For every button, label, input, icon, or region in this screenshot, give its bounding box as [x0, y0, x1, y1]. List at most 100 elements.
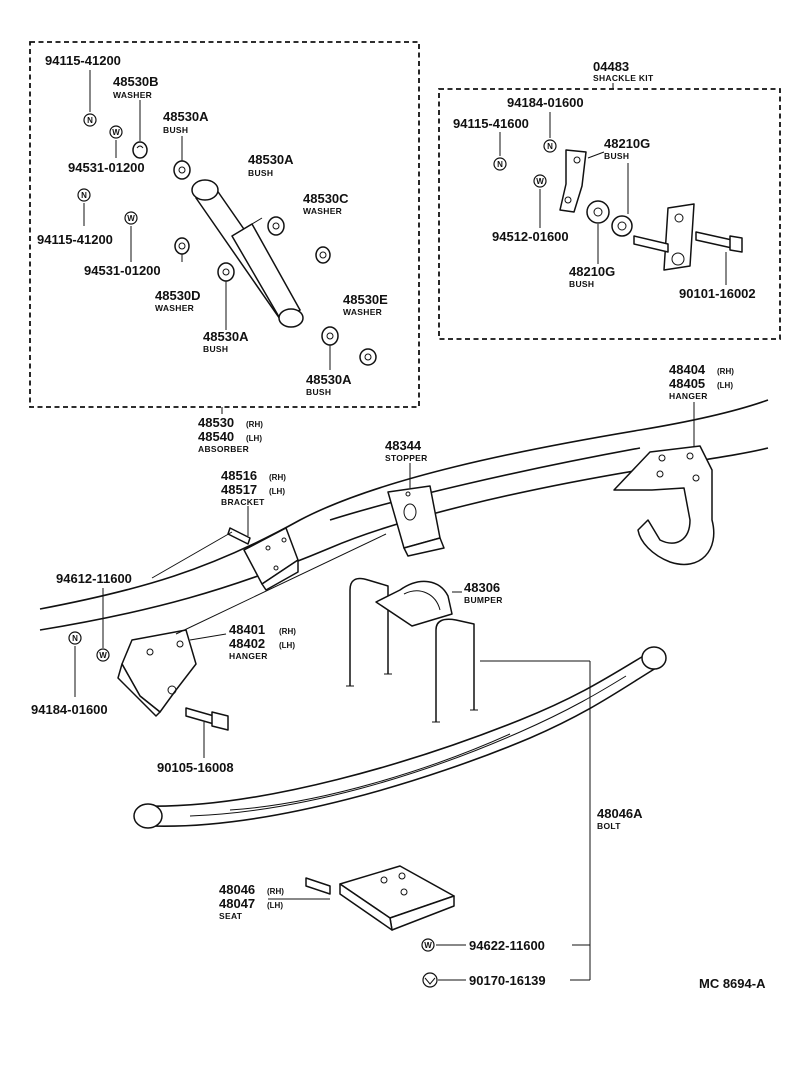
- desc-shackle-kit: SHACKLE KIT: [593, 73, 654, 83]
- shock-absorber: [191, 179, 304, 328]
- svg-text:W: W: [99, 651, 107, 660]
- svg-text:N: N: [87, 116, 93, 125]
- callout-48530a-2: 48530A: [248, 152, 294, 167]
- callout-48517: 48517: [221, 482, 257, 497]
- svg-text:W: W: [127, 214, 135, 223]
- suffix-lh-5: (LH): [267, 901, 283, 910]
- desc-bush-6: BUSH: [569, 279, 594, 289]
- desc-stopper: STOPPER: [385, 453, 428, 463]
- bolt-90105-16008: [185, 707, 229, 731]
- callout-94184-01600-b: 94184-01600: [31, 702, 108, 717]
- callout-48344: 48344: [385, 438, 422, 453]
- bolt-90101-16002: [695, 231, 743, 253]
- callout-94612-11600: 94612-11600: [56, 571, 132, 586]
- leaf-spring: [133, 646, 667, 829]
- svg-text:N: N: [81, 191, 87, 200]
- washer-48530b: [132, 141, 148, 159]
- bush-48210g-b: [611, 215, 633, 237]
- suffix-lh-1: (LH): [246, 434, 262, 443]
- callout-48530c: 48530C: [303, 191, 349, 206]
- desc-bolt: BOLT: [597, 821, 621, 831]
- washer-mark-94622: W: [421, 938, 435, 952]
- desc-bumper: BUMPER: [464, 595, 503, 605]
- svg-text:W: W: [424, 941, 432, 950]
- desc-bush-2: BUSH: [248, 168, 273, 178]
- desc-washer-c: WASHER: [303, 206, 342, 216]
- callout-48402: 48402: [229, 636, 265, 651]
- suffix-rh-1: (RH): [246, 420, 263, 429]
- desc-washer-d: WASHER: [155, 303, 194, 313]
- callout-48516: 48516: [221, 468, 257, 483]
- washer-48530e: [359, 348, 377, 366]
- bush-48530a-mid: [267, 216, 285, 236]
- callout-90105-16008: 90105-16008: [157, 760, 234, 775]
- svg-text:N: N: [547, 142, 553, 151]
- callout-48401: 48401: [229, 622, 265, 637]
- callout-94115-41200-a: 94115-41200: [45, 53, 121, 68]
- callout-90170-16139: 90170-16139: [469, 973, 546, 988]
- desc-seat: SEAT: [219, 911, 243, 921]
- callout-48306: 48306: [464, 580, 500, 595]
- callout-48530d: 48530D: [155, 288, 201, 303]
- callout-48530b: 48530B: [113, 74, 159, 89]
- nut-94184-a: N: [543, 139, 557, 153]
- callout-48404: 48404: [669, 362, 706, 377]
- callout-48530a-3: 48530A: [203, 329, 249, 344]
- callout-48405: 48405: [669, 376, 705, 391]
- nut-94115-a: N: [83, 113, 97, 127]
- desc-bush-4: BUSH: [306, 387, 331, 397]
- svg-text:N: N: [72, 634, 78, 643]
- suffix-lh-4: (LH): [279, 641, 295, 650]
- u-bolt-b: [432, 618, 478, 723]
- suffix-lh-3: (LH): [269, 487, 285, 496]
- nut-94115-b: N: [77, 188, 91, 202]
- callout-48530a-1: 48530A: [163, 109, 209, 124]
- suffix-rh-3: (RH): [269, 473, 286, 482]
- callout-94115-41600: 94115-41600: [453, 116, 529, 131]
- shackle-plate: [559, 149, 587, 213]
- callout-90101-16002: 90101-16002: [679, 286, 756, 301]
- shackle-kit-box: [438, 88, 781, 340]
- suffix-rh-5: (RH): [267, 887, 284, 896]
- washer-94531-b: [174, 237, 190, 255]
- svg-text:W: W: [536, 177, 544, 186]
- desc-washer-e: WASHER: [343, 307, 382, 317]
- bumper: [375, 580, 453, 627]
- u-bolt-a: [346, 577, 392, 687]
- callout-48210g-1: 48210G: [604, 136, 650, 151]
- callout-48530e: 48530E: [343, 292, 388, 307]
- svg-text:N: N: [497, 160, 503, 169]
- desc-absorber: ABSORBER: [198, 444, 249, 454]
- callout-48046a: 48046A: [597, 806, 643, 821]
- washer-mark-94531-a: W: [109, 125, 123, 139]
- callout-94184-01600-a: 94184-01600: [507, 95, 584, 110]
- suffix-lh-2: (LH): [717, 381, 733, 390]
- desc-hanger-2: HANGER: [229, 651, 268, 661]
- suffix-rh-2: (RH): [717, 367, 734, 376]
- callout-48210g-2: 48210G: [569, 264, 615, 279]
- callout-48530: 48530: [198, 415, 234, 430]
- nut-94115-41600: N: [493, 157, 507, 171]
- callout-94531-01200-a: 94531-01200: [68, 160, 145, 175]
- bush-48210g-a: [586, 200, 610, 224]
- desc-bracket: BRACKET: [221, 497, 265, 507]
- front-hanger: [117, 629, 197, 717]
- desc-washer-b: WASHER: [113, 90, 152, 100]
- reference-code: MC 8694-A: [699, 976, 766, 991]
- bush-48530a-lower: [321, 326, 339, 346]
- absorber-kit-box: [29, 41, 420, 408]
- svg-text:W: W: [112, 128, 120, 137]
- bush-48530a-upper: [173, 160, 191, 180]
- shackle-link: [633, 203, 695, 271]
- rear-hanger: [613, 445, 715, 566]
- desc-bush-5: BUSH: [604, 151, 629, 161]
- nut-94184-b: N: [68, 631, 82, 645]
- callout-94115-41200-b: 94115-41200: [37, 232, 113, 247]
- callout-94512-01600: 94512-01600: [492, 229, 569, 244]
- washer-mark-94531-b: W: [124, 211, 138, 225]
- spring-seat: [305, 865, 455, 931]
- washer-mark-94612: W: [96, 648, 110, 662]
- washer-48530c: [315, 246, 331, 264]
- callout-48047: 48047: [219, 896, 255, 911]
